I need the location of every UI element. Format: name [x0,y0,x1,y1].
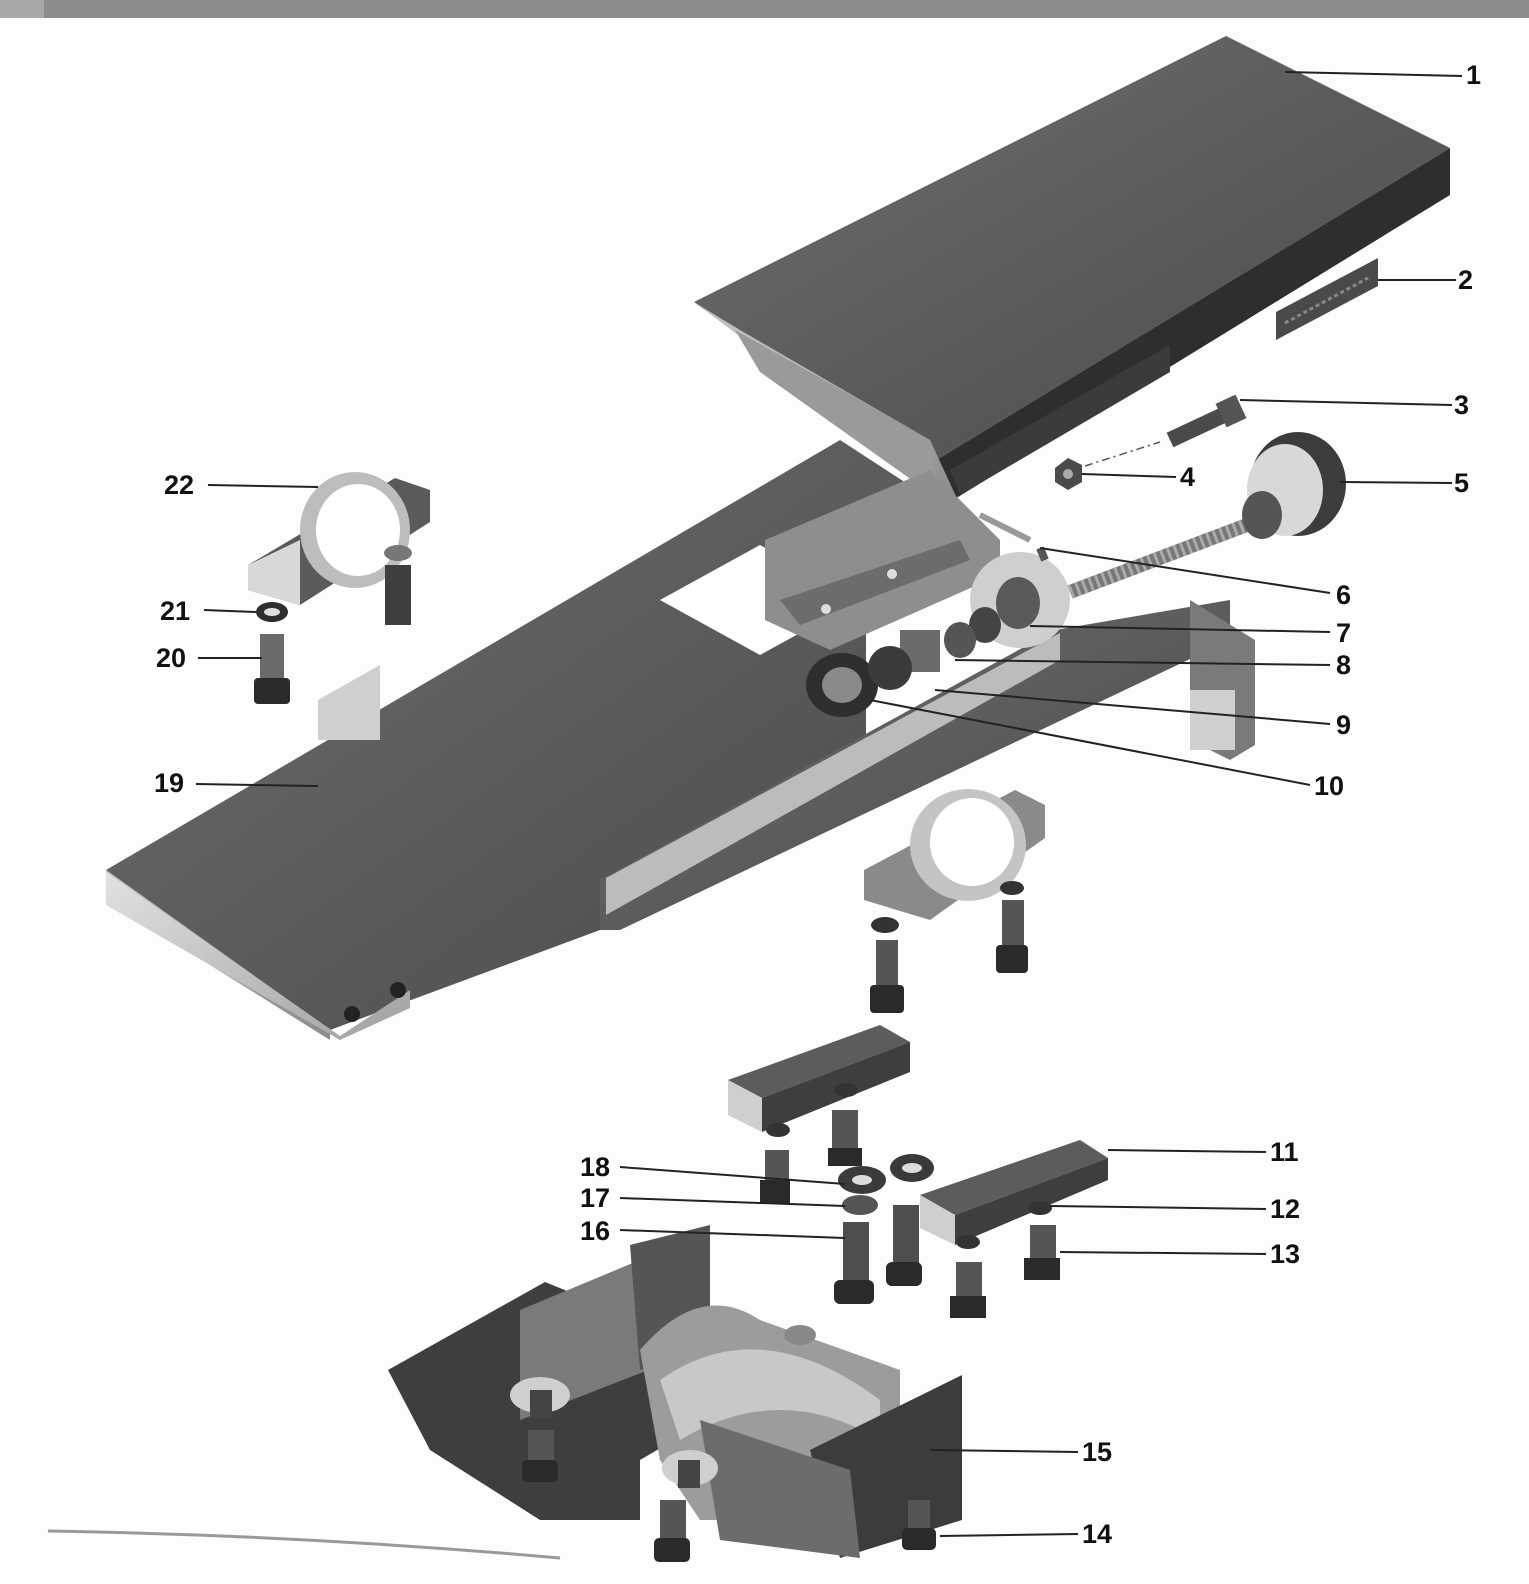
callout-20: 20 [156,643,187,673]
callout-3: 3 [1454,390,1470,420]
part-14-screw [902,1500,936,1550]
part-22-clamp [248,472,430,625]
top-border-bar [0,0,1529,18]
callout-22: 22 [164,470,195,500]
part-1-outfeed-table [694,36,1450,505]
part-3-bolt [1166,394,1247,448]
bottom-rule [47,1529,561,1560]
part-16-screw [834,1205,922,1304]
part-13-screw [950,1225,1060,1318]
part-11-gib-bar [920,1140,1108,1245]
callout-18: 18 [580,1152,611,1182]
callout-17: 17 [580,1183,611,1213]
part-12-washer [956,1201,1052,1249]
callout-14: 14 [1082,1519,1113,1549]
part-21-washer [256,602,288,622]
callout-21: 21 [160,596,191,626]
middle-clamp [864,789,1045,1013]
fence-bracket [765,470,1000,650]
leader-lines [195,71,1463,1537]
callout-19: 19 [154,768,185,798]
callout-13: 13 [1270,1239,1301,1269]
part-15-base-housing [388,1225,962,1562]
callout-11: 11 [1270,1137,1299,1167]
callout-12: 12 [1270,1194,1301,1224]
part-19-infeed-table [106,440,1255,1040]
part-18-washer [838,1154,934,1194]
callout-8: 8 [1336,650,1352,680]
part-20-screw [254,634,290,704]
upper-gib-bar [728,1025,910,1204]
part-17-washer [842,1195,878,1215]
part-2-label-plate [1276,258,1378,340]
callout-7: 7 [1336,618,1352,648]
callout-9: 9 [1336,710,1352,740]
callout-16: 16 [580,1216,611,1246]
adjustment-assembly [806,432,1346,717]
callout-6: 6 [1336,580,1352,610]
callout-2: 2 [1458,265,1474,295]
part-4-nut [1055,441,1161,490]
callout-5: 5 [1454,468,1470,498]
callout-4: 4 [1180,462,1196,492]
callout-10: 10 [1314,771,1345,801]
callout-15: 15 [1082,1437,1113,1467]
callout-1: 1 [1466,60,1482,90]
